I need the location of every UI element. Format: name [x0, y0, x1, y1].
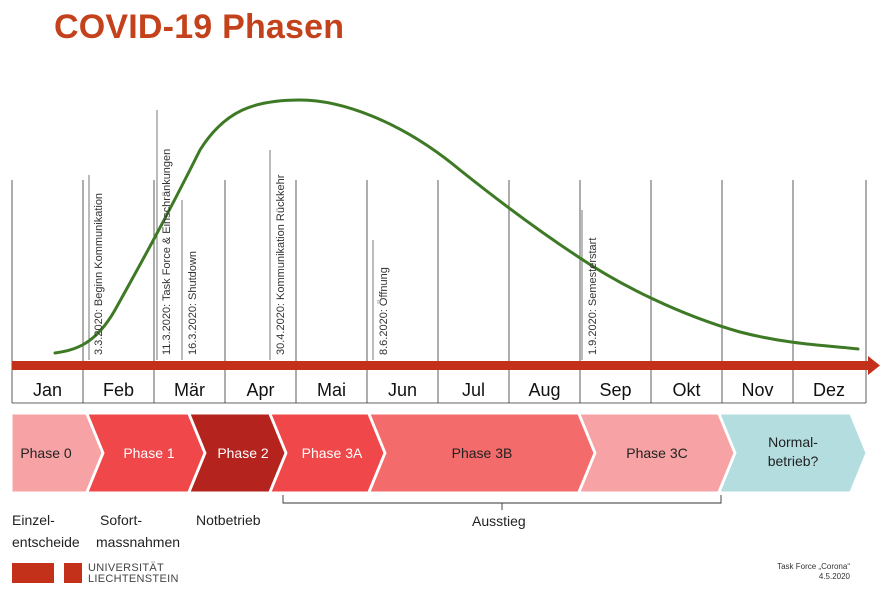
credit-line: Task Force „Corona“ [777, 562, 850, 571]
event-label: 8.6.2020: Öffnung [378, 267, 390, 355]
phase-3b-label: Phase 3B [452, 445, 513, 461]
month-label: Mai [317, 380, 346, 400]
month-label: Dez [813, 380, 845, 400]
phase-normal-shape [719, 413, 867, 493]
phase-normal-label-line2: betrieb? [768, 453, 819, 469]
timeline-arrowhead [868, 356, 880, 375]
month-label: Aug [528, 380, 560, 400]
event-label: 16.3.2020: Shutdown [187, 251, 199, 355]
ausstieg-bracket [282, 495, 722, 510]
month-label: Mär [174, 380, 205, 400]
month-label: Jul [462, 380, 485, 400]
phase-3b-shape [369, 413, 595, 493]
timeline-bar [12, 361, 870, 370]
event-label: 1.9.2020: Semesterstart [587, 238, 599, 355]
phase-1-shape [87, 413, 205, 493]
event-label: 3.3.2020: Beginn Kommunikation [93, 193, 105, 355]
university-logo-text: UNIVERSITÄT LIECHTENSTEIN [88, 563, 179, 585]
phase-2-shape [189, 413, 286, 493]
phase-3a-shape [270, 413, 385, 493]
page-title: COVID-19 Phasen [54, 8, 345, 46]
label-line: massnahmen [96, 534, 181, 550]
label-ausstieg: Ausstieg [472, 513, 526, 529]
credit: Task Force „Corona“ 4.5.2020 [777, 562, 850, 582]
phase-3c-label: Phase 3C [626, 445, 687, 461]
label-notbetrieb: Notbetrieb [196, 512, 261, 528]
label-sofortmassnahmen: Sofort- massnahmen [96, 509, 180, 553]
month-label: Jun [388, 380, 417, 400]
label-einzelentscheide: Einzel- entscheide [12, 509, 80, 553]
label-line: Sofort- [100, 512, 143, 528]
phase-normal-label-line1: Normal- [768, 434, 818, 450]
month-label: Nov [741, 380, 773, 400]
phase-0-shape [11, 413, 103, 493]
event-label: 30.4.2020: Kommunikation Rückkehr [275, 174, 287, 355]
logo-line: LIECHTENSTEIN [88, 573, 179, 585]
phase-3c-shape [579, 413, 735, 493]
phase-0-label: Phase 0 [20, 445, 72, 461]
phase-chevrons [11, 413, 867, 493]
logo-line: UNIVERSITÄT [88, 562, 165, 574]
event-label: 11.3.2020: Task Force & Einschränkungen [161, 149, 173, 355]
month-labels: Jan Feb Mär Apr Mai Jun Jul Aug Sep Okt … [33, 380, 845, 400]
month-label: Sep [599, 380, 631, 400]
credit-line: 4.5.2020 [818, 572, 850, 581]
month-label: Apr [246, 380, 274, 400]
logo-box-large [12, 563, 54, 583]
logo-box-small [64, 563, 82, 583]
phase-2-label: Phase 2 [217, 445, 269, 461]
phase-1-label: Phase 1 [123, 445, 175, 461]
event-lines [88, 110, 583, 360]
label-line: Einzel- [12, 512, 55, 528]
epidemic-curve [53, 98, 860, 355]
month-label: Okt [672, 380, 700, 400]
phase-3a-label: Phase 3A [302, 445, 363, 461]
month-label: Feb [103, 380, 134, 400]
month-label: Jan [33, 380, 62, 400]
label-line: entscheide [12, 534, 80, 550]
